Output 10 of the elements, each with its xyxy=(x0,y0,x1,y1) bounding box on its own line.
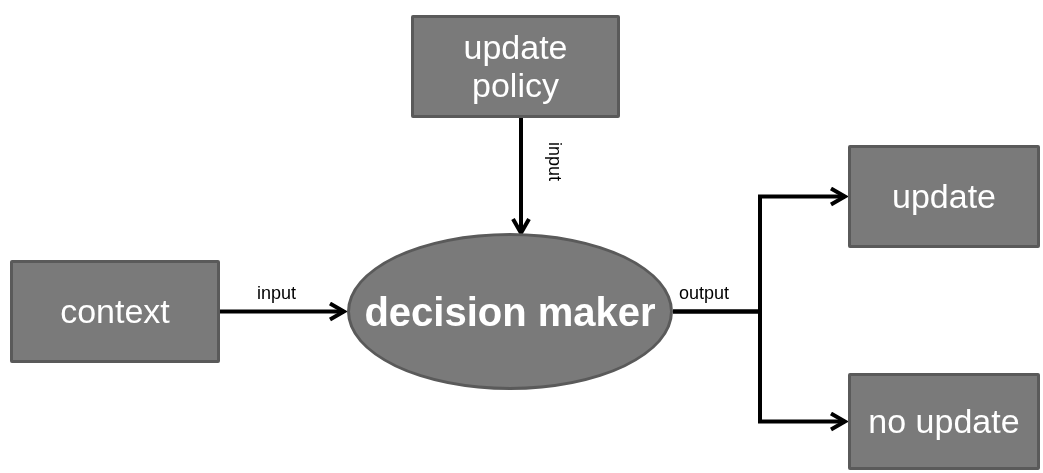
edge-label: input xyxy=(255,283,299,303)
decision-ellipse: decision maker xyxy=(347,233,673,390)
process-box: no update xyxy=(848,373,1040,470)
arrow xyxy=(511,118,531,235)
process-box: update xyxy=(848,145,1040,248)
arrow xyxy=(220,301,346,322)
process-box: context xyxy=(10,260,220,363)
process-box: update policy xyxy=(411,15,620,118)
edge-label: input xyxy=(545,140,565,184)
arrow xyxy=(673,309,847,432)
